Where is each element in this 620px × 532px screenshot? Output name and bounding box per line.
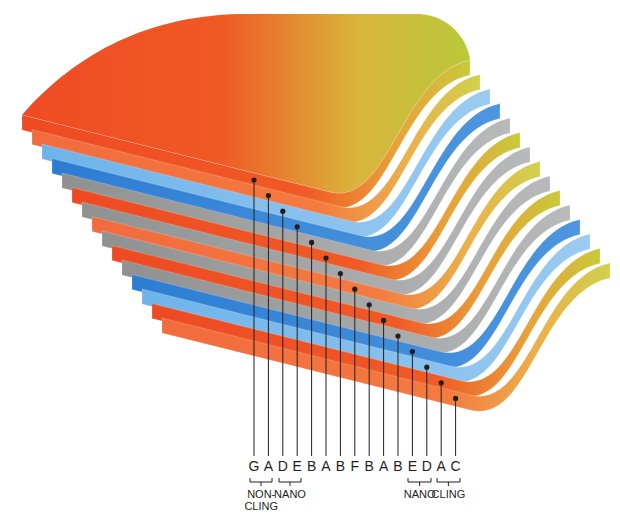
group-label: NANO [270, 488, 310, 500]
layer-letter: A [264, 459, 273, 474]
leader-dot [338, 271, 343, 276]
layer-letter: E [293, 459, 302, 474]
leader-dot [352, 287, 357, 292]
group-bracket [279, 478, 301, 486]
leader-dot [439, 380, 444, 385]
leader-dot [367, 302, 372, 307]
leader-dot [381, 318, 386, 323]
leader-dot [453, 396, 458, 401]
leader-line [268, 196, 269, 456]
leader-line [412, 352, 413, 456]
layer-letter: B [365, 459, 374, 474]
layer-letter: F [351, 459, 360, 474]
group-label: CLING [428, 488, 468, 500]
leader-line [311, 242, 312, 456]
leader-dot [280, 209, 285, 214]
leader-dot [266, 193, 271, 198]
layer-letter: A [437, 459, 446, 474]
leader-line [398, 336, 399, 456]
leader-dot [424, 365, 429, 370]
layer-letter: B [307, 459, 316, 474]
leader-line [441, 383, 442, 456]
leader-line [282, 211, 283, 456]
layer-letter: E [408, 459, 417, 474]
group-bracket [408, 478, 431, 486]
layer-letter: D [278, 459, 288, 474]
layer-letter: C [451, 459, 461, 474]
leader-line [426, 367, 427, 456]
layer-letter: A [379, 459, 388, 474]
leader-lines [254, 180, 456, 456]
group-bracket [437, 478, 460, 486]
layer-letter: A [321, 459, 330, 474]
leader-dot [323, 255, 328, 260]
leader-dot [410, 349, 415, 354]
layer-letter: D [422, 459, 432, 474]
leader-dot [395, 333, 400, 338]
brackets [250, 478, 460, 486]
leader-line [254, 180, 255, 456]
film-layer [162, 263, 610, 411]
leader-dot [309, 240, 314, 245]
group-bracket [250, 478, 272, 486]
leader-line [383, 320, 384, 456]
leader-line [354, 289, 355, 456]
layer-letter: G [249, 459, 260, 474]
leader-line [326, 258, 327, 456]
leader-line [369, 305, 370, 456]
leader-dots [251, 177, 458, 401]
leader-line [455, 398, 456, 456]
leader-line [297, 227, 298, 456]
layer-letter: B [393, 459, 402, 474]
leader-dot [295, 224, 300, 229]
leader-line [340, 274, 341, 456]
leader-dot [251, 177, 256, 182]
layer-letter: B [336, 459, 345, 474]
